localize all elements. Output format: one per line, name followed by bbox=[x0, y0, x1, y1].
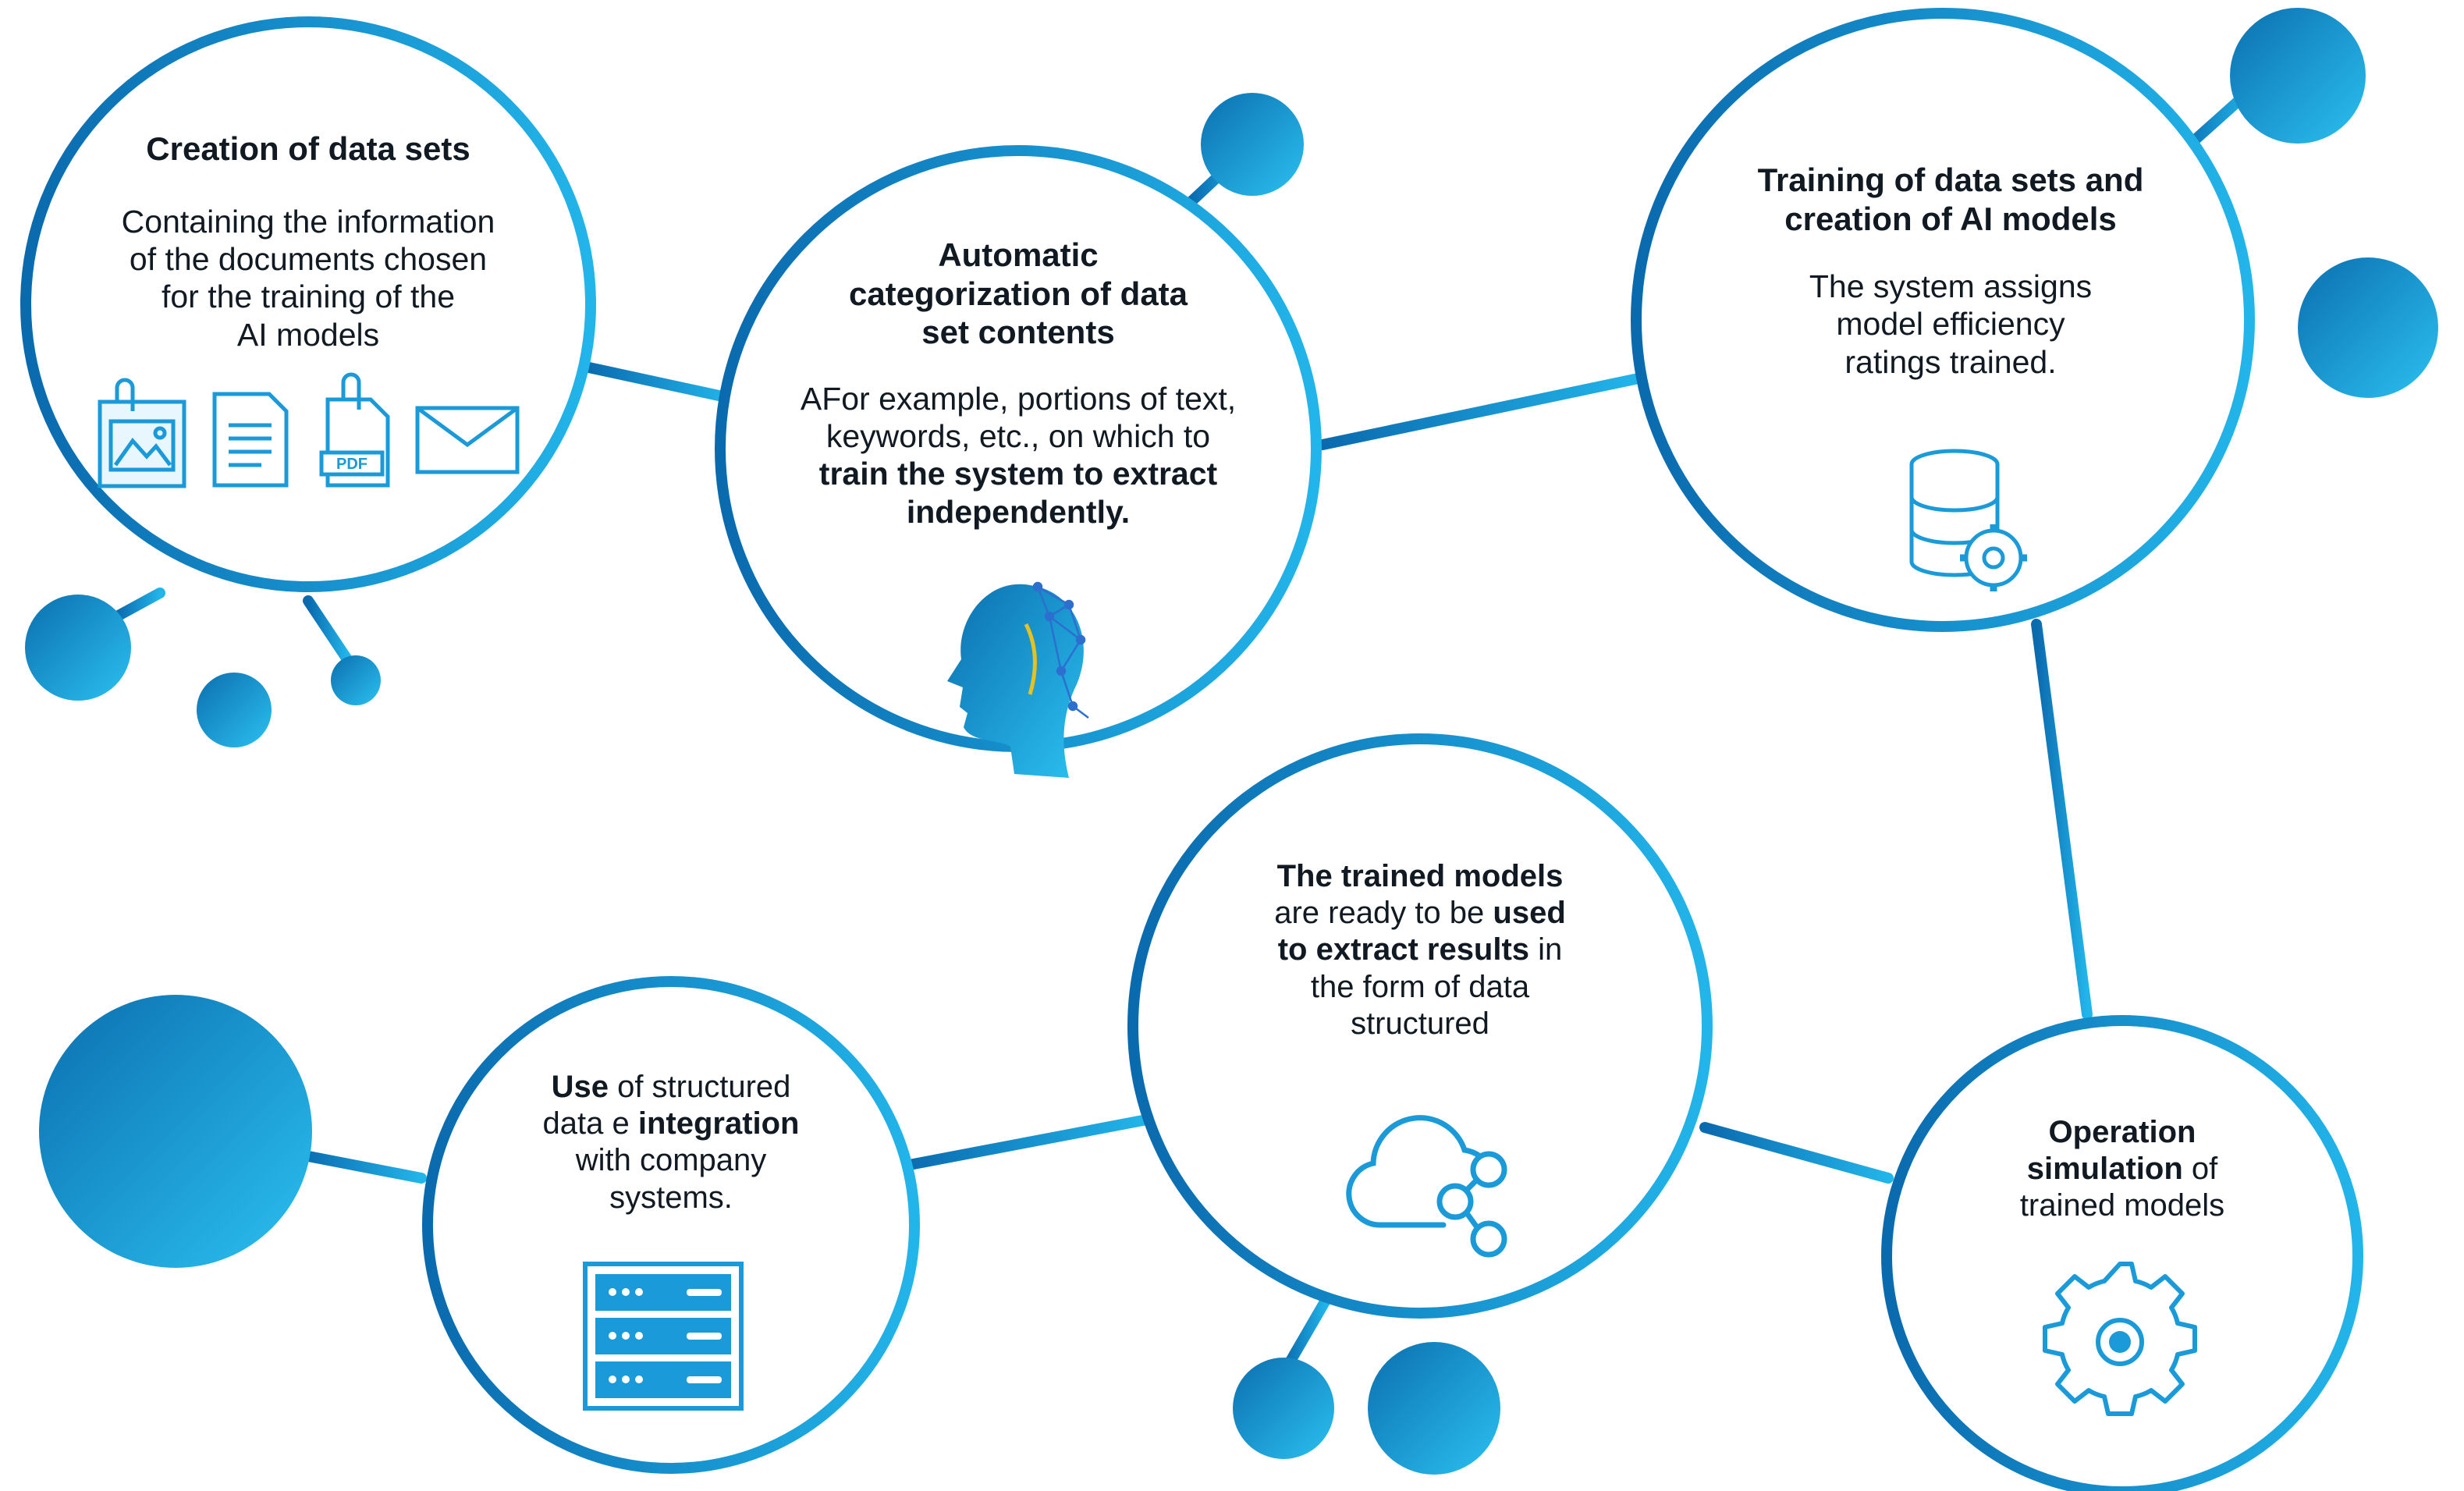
satellite-dot bbox=[1368, 1342, 1500, 1475]
body-line: keywords, etc., on which to bbox=[825, 418, 1211, 455]
trained-line2: are ready to be bbox=[1274, 896, 1493, 931]
node-creation-text: Creation of data sets Containing the inf… bbox=[78, 130, 538, 353]
envelope-icon bbox=[415, 406, 520, 474]
body-line: ratings trained. bbox=[1844, 343, 2057, 380]
node-use-text: Use of structured data e integration wit… bbox=[484, 1069, 858, 1216]
connector-creation-categorization bbox=[580, 361, 735, 403]
connector-trained-simulation bbox=[1699, 1122, 1894, 1184]
satellite-dot bbox=[2230, 8, 2366, 144]
trained-line4: the form of data bbox=[1310, 969, 1530, 1004]
gear-icon bbox=[2043, 1262, 2197, 1416]
satellite-dot bbox=[25, 595, 131, 701]
satellite-dot bbox=[39, 995, 312, 1268]
title-line: creation of AI models bbox=[1784, 200, 2117, 237]
node-categorization-body: AFor example, portions of text, keywords… bbox=[753, 380, 1283, 531]
creation-icons bbox=[98, 372, 520, 488]
satellite-dot bbox=[1201, 93, 1304, 196]
connector-use-satellite bbox=[295, 1149, 427, 1184]
node-training-body: The system assigns model efficiency rati… bbox=[1693, 268, 2208, 381]
body-line: The system assigns bbox=[1809, 268, 2093, 305]
title-line: set contents bbox=[921, 314, 1115, 351]
connector-creation-satellite-c bbox=[303, 595, 353, 665]
simulation-line1-bold: Operation bbox=[2048, 1115, 2196, 1149]
node-use-circle bbox=[422, 976, 920, 1474]
connector-use-trained bbox=[896, 1114, 1152, 1172]
text-document-icon bbox=[212, 392, 289, 488]
title-line: categorization of data bbox=[848, 275, 1188, 312]
node-creation-title: Creation of data sets bbox=[146, 130, 470, 167]
body-line-bold: independently. bbox=[906, 493, 1131, 530]
node-categorization-title: Automatic categorization of data set con… bbox=[753, 236, 1283, 352]
trained-line3: in bbox=[1529, 932, 1563, 967]
node-training-text: Training of data sets and creation of AI… bbox=[1693, 161, 2208, 381]
body-line: model efficiency bbox=[1836, 306, 2065, 343]
node-training-title: Training of data sets and creation of AI… bbox=[1693, 161, 2208, 238]
satellite-dots bbox=[25, 8, 2438, 1475]
connector-creation-satellite-a bbox=[112, 588, 165, 622]
use-line2: data e bbox=[542, 1106, 638, 1141]
trained-line1: The trained models bbox=[1276, 859, 1564, 893]
image-file-icon bbox=[98, 378, 186, 488]
node-simulation-text: Operation simulation of trained models bbox=[1935, 1114, 2310, 1225]
body-line: AFor example, portions of text, bbox=[800, 380, 1237, 417]
server-rack-icon bbox=[583, 1262, 744, 1411]
trained-line3-bold: to extract results bbox=[1277, 932, 1530, 967]
satellite-dot bbox=[197, 673, 272, 747]
trained-line2-bold: used bbox=[1493, 896, 1566, 931]
node-categorization-text: Automatic categorization of data set con… bbox=[753, 236, 1283, 531]
satellite-dot bbox=[331, 655, 381, 705]
simulation-line2: of bbox=[2182, 1152, 2218, 1187]
body-line: for the training of the bbox=[161, 279, 456, 315]
node-simulation-circle bbox=[1881, 1015, 2363, 1491]
node-training-circle bbox=[1631, 8, 2255, 632]
use-line4: systems. bbox=[609, 1180, 733, 1215]
pdf-label: PDF bbox=[336, 456, 367, 473]
node-creation-body: Containing the information of the docume… bbox=[78, 203, 538, 354]
database-gear-icon bbox=[1909, 449, 2027, 591]
simulation-line3: trained models bbox=[2019, 1188, 2225, 1223]
connector-categorization-training bbox=[1317, 373, 1644, 450]
use-line1: of structured bbox=[608, 1070, 791, 1104]
satellite-dot bbox=[1233, 1358, 1334, 1459]
title-line: Training of data sets and bbox=[1757, 162, 2144, 198]
body-line: AI models bbox=[236, 316, 380, 353]
use-line3: with company bbox=[575, 1143, 767, 1178]
body-line: Containing the information bbox=[121, 203, 495, 240]
trained-line5: structured bbox=[1351, 1006, 1489, 1041]
ai-head-icon bbox=[947, 581, 1089, 778]
node-trained-circle bbox=[1127, 733, 1713, 1319]
cloud-share-icon bbox=[1346, 1115, 1507, 1258]
node-trained-text: The trained models are ready to be used … bbox=[1186, 858, 1654, 1042]
satellite-dot bbox=[2298, 257, 2438, 398]
simulation-line2-bold: simulation bbox=[2026, 1152, 2183, 1187]
use-line1-bold: Use bbox=[551, 1070, 609, 1104]
title-line: Automatic bbox=[938, 236, 1099, 273]
pdf-file-icon bbox=[319, 372, 390, 488]
body-line: of the documents chosen bbox=[129, 240, 488, 277]
connector-training-simulation bbox=[2031, 619, 2093, 1020]
use-line2-bold: integration bbox=[637, 1106, 800, 1141]
body-line-bold: train the system to extract bbox=[818, 456, 1218, 492]
